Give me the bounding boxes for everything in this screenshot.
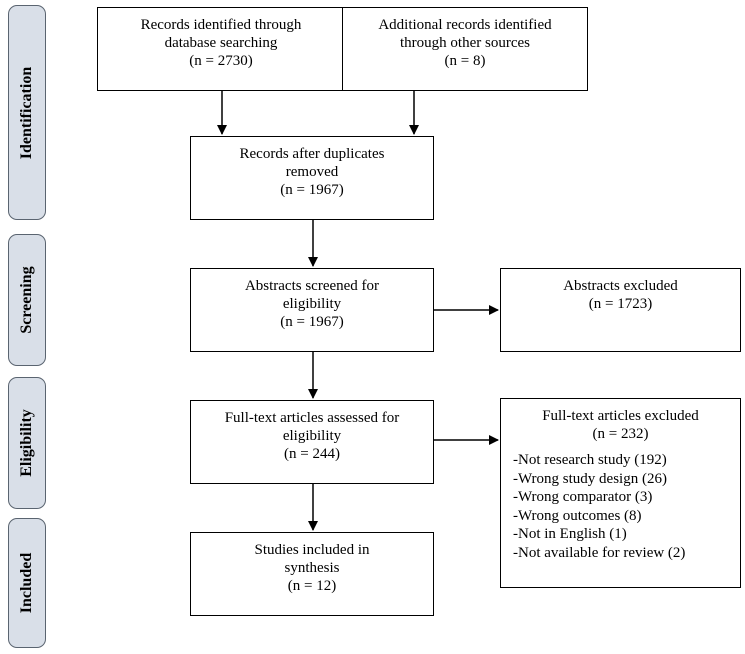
- box-abstracts-excluded-count: (n = 1723): [588, 296, 653, 312]
- box-fulltext-excluded-count: (n = 232): [592, 426, 649, 442]
- box-database-records: Records identified through database sear…: [97, 7, 345, 91]
- box-after-duplicates-line1: Records after duplicates: [239, 146, 385, 162]
- exclusion-reason: -Wrong outcomes (8): [513, 507, 642, 524]
- exclusion-reason: -Wrong study design (26): [513, 470, 667, 487]
- box-abstracts-excluded: Abstracts excluded (n = 1723): [500, 268, 741, 352]
- exclusion-reason: -Wrong comparator (3): [513, 489, 653, 505]
- exclusion-reasons-list: -Not research study (192) -Wrong study d…: [501, 451, 740, 562]
- box-fulltext-assessed: Full-text articles assessed for eligibil…: [190, 400, 434, 484]
- box-fulltext-assessed-line2: eligibility: [282, 428, 342, 444]
- box-database-records-count: (n = 2730): [189, 53, 253, 69]
- box-studies-included-line1: Studies included in: [254, 542, 370, 558]
- exclusion-reason: -Not available for review (2): [513, 544, 686, 561]
- box-fulltext-assessed-count: (n = 244): [284, 446, 340, 462]
- box-abstracts-screened: Abstracts screened for eligibility (n = …: [190, 268, 434, 352]
- phase-screening: Screening: [8, 234, 46, 366]
- box-abstracts-excluded-line1: Abstracts excluded: [563, 278, 678, 294]
- box-after-duplicates: Records after duplicates removed (n = 19…: [190, 136, 434, 220]
- exclusion-reason: -Not in English (1): [513, 526, 627, 542]
- box-abstracts-screened-line2: eligibility: [282, 296, 342, 312]
- phase-eligibility: Eligibility: [8, 377, 46, 509]
- box-studies-included-count: (n = 12): [287, 578, 337, 594]
- box-after-duplicates-line2: removed: [285, 164, 339, 180]
- box-other-records-line1: Additional records identified: [378, 17, 552, 33]
- box-other-records: Additional records identified through ot…: [342, 7, 588, 91]
- box-after-duplicates-count: (n = 1967): [280, 182, 344, 198]
- box-fulltext-excluded-line1: Full-text articles excluded: [542, 408, 699, 424]
- phase-identification: Identification: [8, 5, 46, 220]
- box-fulltext-excluded: Full-text articles excluded (n = 232) -N…: [500, 398, 741, 588]
- box-database-records-line2: database searching: [164, 35, 278, 51]
- box-database-records-line1: Records identified through: [140, 17, 302, 33]
- exclusion-reason: -Not research study (192): [513, 452, 667, 468]
- box-other-records-line2: through other sources: [400, 35, 530, 51]
- box-studies-included: Studies included in synthesis (n = 12): [190, 532, 434, 616]
- phase-included: Included: [8, 518, 46, 648]
- box-studies-included-line2: synthesis: [284, 560, 340, 576]
- box-other-records-count: (n = 8): [444, 53, 486, 69]
- box-fulltext-assessed-line1: Full-text articles assessed for: [224, 410, 400, 426]
- box-abstracts-screened-count: (n = 1967): [280, 314, 344, 330]
- box-abstracts-screened-line1: Abstracts screened for: [244, 278, 380, 294]
